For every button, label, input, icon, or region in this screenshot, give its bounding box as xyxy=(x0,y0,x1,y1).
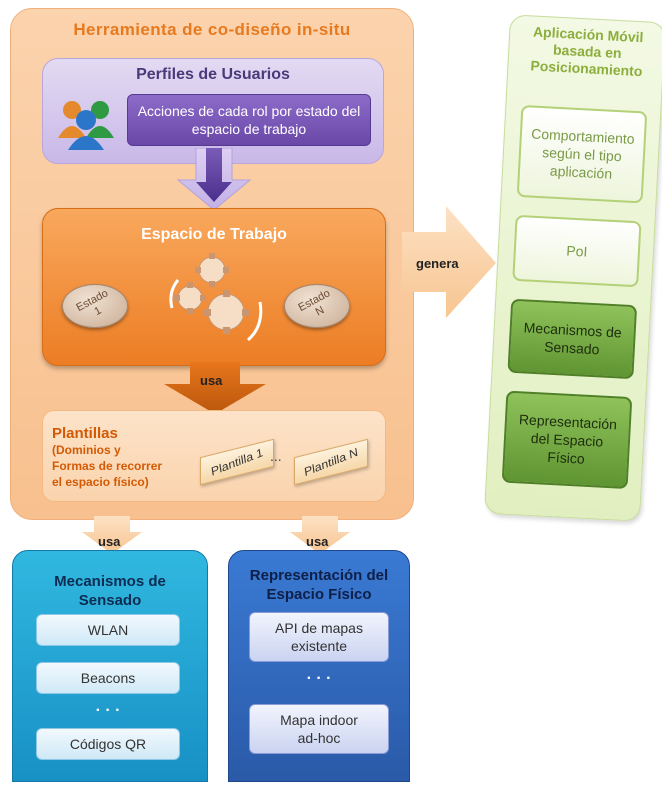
uses-label-sensing: usa xyxy=(98,534,121,549)
space-representation-title-line-2: Espacio Físico xyxy=(266,586,372,603)
space-representation-title: Representación del Espacio Físico xyxy=(228,566,410,604)
workspace-to-templates-arrow xyxy=(164,362,266,414)
workspace-title: Espacio de Trabajo xyxy=(141,226,287,243)
map-item-existing-api-line-1: API de mapas xyxy=(275,620,363,636)
sensing-item-qr-codes: Códigos QR xyxy=(36,728,180,760)
map-item-existing-api-line-2: existente xyxy=(290,638,348,654)
sensing-ellipsis: · · · xyxy=(95,702,121,719)
profiles-to-workspace-arrow xyxy=(176,148,252,211)
uses-label-templates: usa xyxy=(200,373,223,388)
app-item-space-representation-line-3: Físico xyxy=(546,448,586,467)
templates-description-line-2: Formas de recorrer xyxy=(52,459,163,473)
templates-description-line-1: (Dominios y xyxy=(52,443,121,457)
app-item-space-representation: Representación del Espacio Físico xyxy=(501,390,633,490)
gears-icon xyxy=(169,253,263,342)
templates-description-line-3: el espacio físico) xyxy=(52,475,149,489)
sensing-mechanisms-title: Mecanismos de Sensado xyxy=(12,572,208,610)
map-item-indoor-adhoc-line-2: ad-hoc xyxy=(297,730,341,746)
co-design-tool-title: Herramienta de co-diseño in-situ xyxy=(73,20,351,39)
app-item-behavior: Comportamiento según el tipo aplicación xyxy=(516,104,648,204)
app-item-behavior-line-3: aplicación xyxy=(549,162,613,182)
users-group-icon xyxy=(58,101,114,150)
map-item-existing-api: API de mapas existente xyxy=(249,612,389,662)
app-item-poi: PoI xyxy=(512,214,642,288)
sensing-title-line-1: Mecanismos de xyxy=(54,573,166,590)
app-item-sensing: Mecanismos de Sensado xyxy=(507,298,638,380)
user-profiles-title: Perfiles de Usuarios xyxy=(136,66,290,83)
tool-to-sensing-arrow xyxy=(82,516,142,554)
generates-arrow xyxy=(402,206,496,318)
map-ellipsis: · · · xyxy=(306,670,332,687)
uses-label-map: usa xyxy=(306,534,329,549)
map-item-indoor-adhoc: Mapa indoor ad-hoc xyxy=(249,704,389,754)
app-item-space-representation-line-2: del Espacio xyxy=(530,429,604,450)
templates-description: (Dominios y Formas de recorrer el espaci… xyxy=(52,442,212,490)
templates-title: Plantillas xyxy=(52,425,118,442)
role-actions-box: Acciones de cada rol por estado del espa… xyxy=(127,94,371,146)
sensing-item-wlan: WLAN xyxy=(36,614,180,646)
sensing-item-beacons: Beacons xyxy=(36,662,180,694)
space-representation-title-line-1: Representación del xyxy=(249,567,389,584)
generates-label: genera xyxy=(416,256,459,271)
map-item-indoor-adhoc-line-1: Mapa indoor xyxy=(280,712,358,728)
mobile-app-title: Aplicación Móvil basada en Posicionamien… xyxy=(513,23,661,82)
tool-to-map-arrow xyxy=(290,516,350,554)
templates-ellipsis: ... xyxy=(270,448,282,464)
sensing-title-line-2: Sensado xyxy=(78,592,142,609)
app-item-sensing-line-2: Sensado xyxy=(543,338,600,358)
